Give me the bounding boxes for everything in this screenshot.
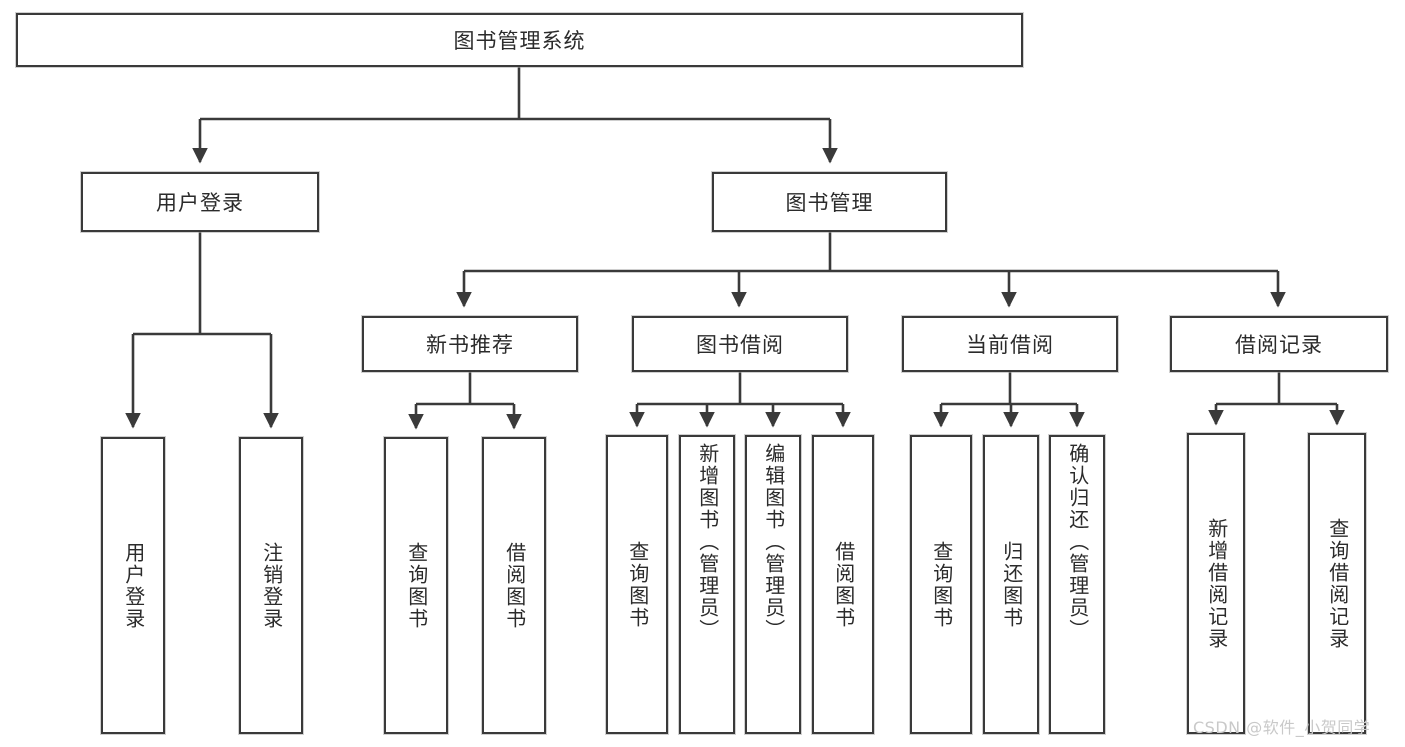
node-label: 图书管理系统 [453,29,586,53]
node-leaf-2[interactable]: 查询图书 [384,437,448,734]
node-label: 注销登录 [259,541,284,630]
node-label: 查询图书 [929,540,954,629]
node-leaf-12[interactable]: 查询借阅记录 [1308,433,1366,734]
node-leaf-9[interactable]: 归还图书 [983,435,1039,734]
node-label: 确认归还（管理员） [1065,443,1090,641]
node-label: 新增借阅记录 [1204,517,1229,650]
node-label: 查询图书 [404,541,429,630]
node-level3-0[interactable]: 新书推荐 [362,316,578,372]
node-level2-1[interactable]: 图书管理 [712,172,947,232]
node-leaf-11[interactable]: 新增借阅记录 [1187,433,1245,734]
node-leaf-4[interactable]: 查询图书 [606,435,668,734]
node-level3-3[interactable]: 借阅记录 [1170,316,1388,372]
node-label: 归还图书 [999,540,1024,629]
node-label: 当前借阅 [966,333,1054,357]
node-label: 借阅图书 [502,541,527,630]
node-label: 图书管理 [785,191,874,215]
node-label: 编辑图书（管理员） [761,443,786,641]
node-label: 图书借阅 [696,333,784,357]
node-label: 查询借阅记录 [1325,517,1350,650]
node-root[interactable]: 图书管理系统 [16,13,1023,67]
node-leaf-0[interactable]: 用户登录 [101,437,165,734]
node-leaf-1[interactable]: 注销登录 [239,437,303,734]
node-label: 新书推荐 [426,333,514,357]
node-level3-1[interactable]: 图书借阅 [632,316,848,372]
node-leaf-10[interactable]: 确认归还（管理员） [1049,435,1105,734]
node-label: 借阅记录 [1235,333,1323,357]
node-level3-2[interactable]: 当前借阅 [902,316,1118,372]
node-label: 用户登录 [121,541,146,630]
node-leaf-6[interactable]: 编辑图书（管理员） [745,435,801,734]
node-label: 借阅图书 [831,540,856,629]
node-leaf-3[interactable]: 借阅图书 [482,437,546,734]
node-leaf-8[interactable]: 查询图书 [910,435,972,734]
node-label: 查询图书 [625,540,650,629]
node-leaf-5[interactable]: 新增图书（管理员） [679,435,735,734]
node-label: 新增图书（管理员） [695,443,720,641]
node-label: 用户登录 [156,191,244,215]
node-leaf-7[interactable]: 借阅图书 [812,435,874,734]
node-level2-0[interactable]: 用户登录 [81,172,319,232]
